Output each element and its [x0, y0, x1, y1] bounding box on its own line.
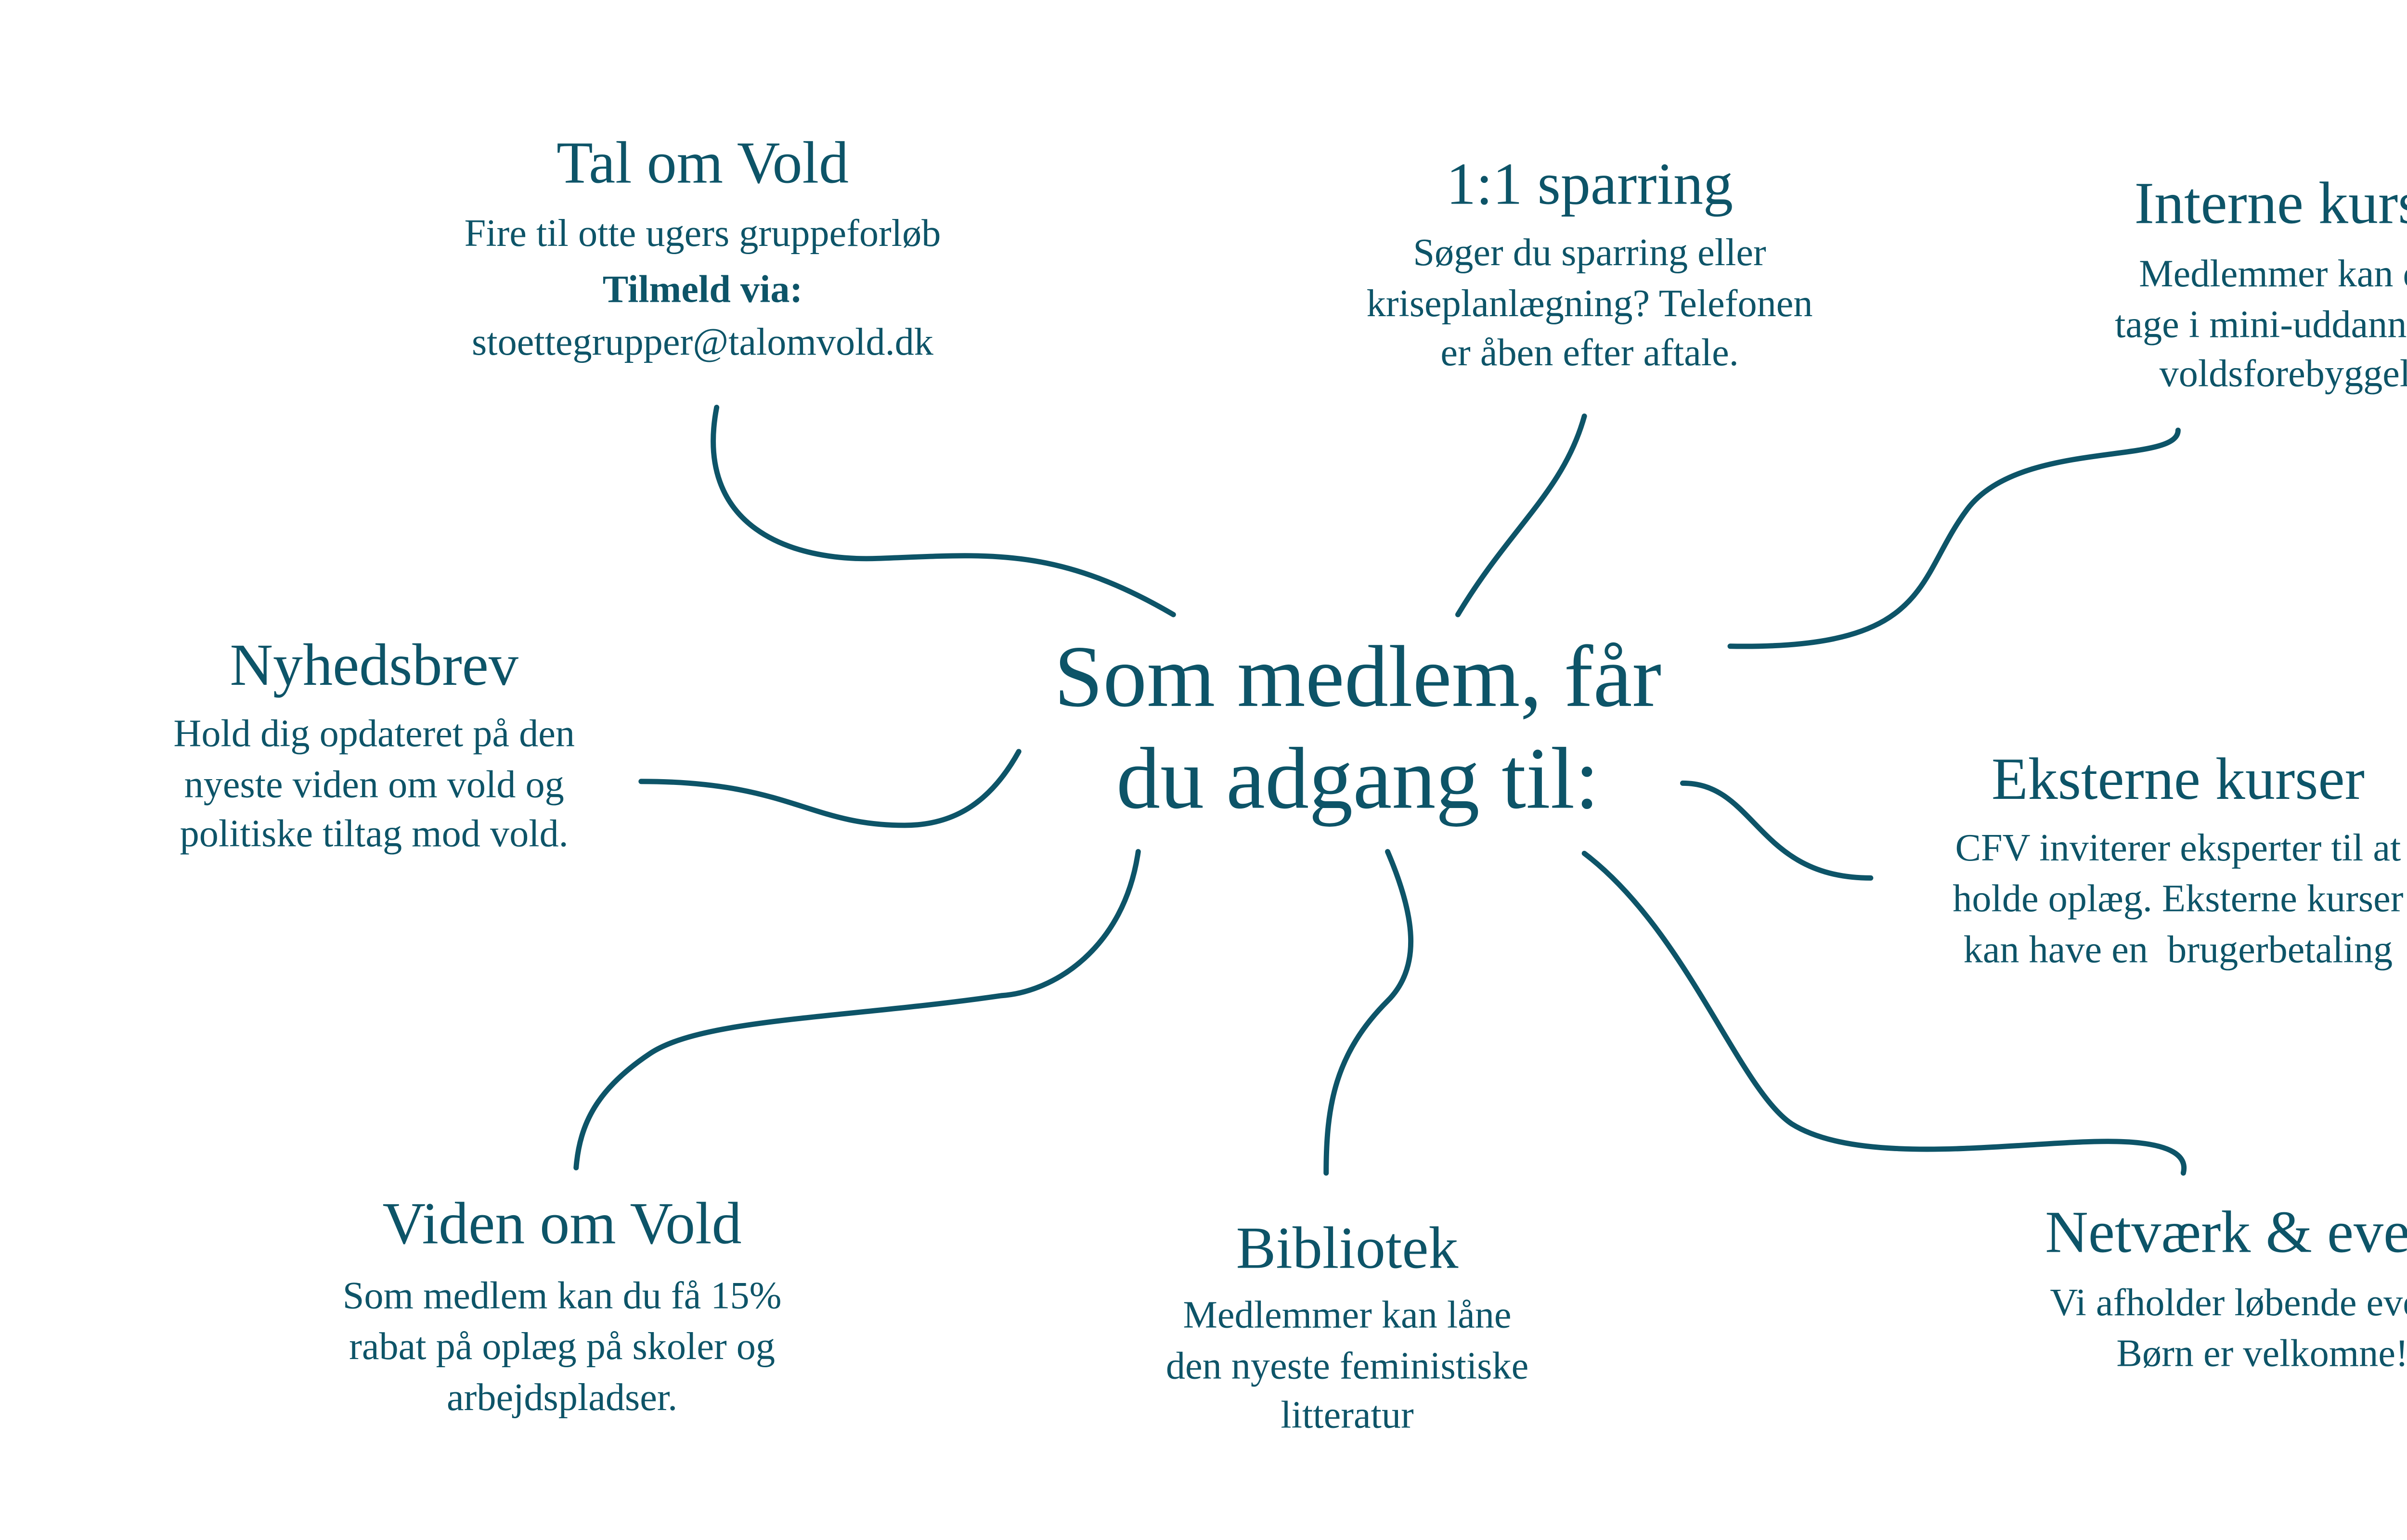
node-title: Interne kurser — [2135, 169, 2407, 236]
node-title: Tal om Vold — [556, 129, 849, 196]
node-text: litteratur — [1281, 1393, 1414, 1436]
node-text: Fire til otte ugers gruppeforløb — [465, 212, 941, 255]
node-title: Eksterne kurser — [1992, 745, 2365, 812]
node-netvaerk-events: Netværk & events Vi afholder løbende eve… — [2045, 1199, 2407, 1375]
node-text: tage i mini-uddannelse i — [2115, 303, 2407, 346]
node-tal-om-vold: Tal om Vold Fire til otte ugers gruppefo… — [465, 129, 941, 364]
connector-eksterne-kurser — [1680, 780, 1874, 881]
connector-lines — [573, 405, 2187, 1176]
connector-netvaerk — [1581, 850, 2187, 1176]
node-text: CFV inviterer eksperter til at — [1955, 826, 2401, 869]
connector-interne-kurser — [1727, 427, 2181, 649]
node-title: Nyhedsbrev — [230, 631, 518, 698]
node-eksterne-kurser: Eksterne kurser CFV inviterer eksperter … — [1953, 745, 2403, 971]
connector-nyhedsbrev — [638, 749, 1022, 828]
node-text: kriseplanlægning? Telefonen — [1367, 282, 1813, 325]
node-text-bold: Tilmeld via: — [603, 268, 802, 311]
node-text: Vi afholder løbende events. — [2050, 1281, 2407, 1324]
node-text: voldsforebyggelse — [2160, 352, 2407, 395]
center-title: Som medlem, får du adgang til: — [1054, 628, 1661, 827]
node-text: Hold dig opdateret på den — [173, 712, 575, 755]
node-text: kan have en brugerbetaling — [1964, 928, 2393, 971]
node-text: den nyeste feministiske — [1166, 1344, 1528, 1387]
node-title: Bibliotek — [1236, 1214, 1459, 1281]
node-text: Medlemmer kan låne — [1183, 1293, 1512, 1336]
node-interne-kurser: Interne kurser Medlemmer kan del- tage i… — [2115, 169, 2407, 395]
node-text: er åben efter aftale. — [1440, 331, 1738, 374]
node-sparring: 1:1 sparring Søger du sparring eller kri… — [1367, 150, 1813, 374]
node-title: Netværk & events — [2045, 1199, 2407, 1265]
node-text: rabat på oplæg på skoler og — [349, 1325, 775, 1368]
node-nyhedsbrev: Nyhedsbrev Hold dig opdateret på den nye… — [173, 631, 575, 855]
center-title-line: Som medlem, får — [1054, 628, 1661, 725]
node-text: Som medlem kan du få 15% — [343, 1274, 782, 1317]
node-viden-om-vold: Viden om Vold Som medlem kan du få 15% r… — [343, 1190, 782, 1419]
connector-sparring — [1455, 413, 1587, 617]
node-bibliotek: Bibliotek Medlemmer kan låne den nyeste … — [1166, 1214, 1528, 1436]
node-text: Medlemmer kan del- — [2139, 252, 2407, 295]
connector-viden-om-vold — [573, 849, 1141, 1170]
node-text: holde oplæg. Eksterne kurser — [1953, 877, 2403, 920]
email-link[interactable]: stoettegrupper@talomvold.dk — [472, 321, 934, 363]
node-title: 1:1 sparring — [1446, 150, 1733, 217]
node-text: politiske tiltag mod vold. — [180, 812, 569, 855]
connector-tal-om-vold — [711, 405, 1176, 617]
node-text: Børn er velkomne! — [2116, 1332, 2407, 1375]
center-title-line: du adgang til: — [1116, 730, 1599, 827]
node-text: Søger du sparring eller — [1413, 231, 1766, 274]
connector-bibliotek — [1323, 849, 1414, 1176]
node-title: Viden om Vold — [383, 1190, 742, 1256]
node-text: arbejdspladser. — [447, 1376, 677, 1419]
node-text: nyeste viden om vold og — [184, 763, 564, 806]
